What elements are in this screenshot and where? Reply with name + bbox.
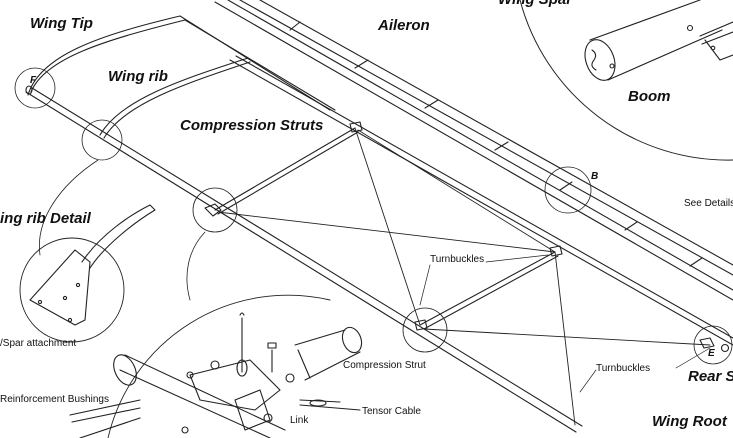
label-compression-struts: Compression Struts: [180, 117, 324, 134]
label-compression-strut: Compression Strut: [343, 360, 426, 371]
detail-circle-e: [693, 325, 733, 365]
label-boom: Boom: [628, 88, 671, 105]
boom-detail-circle: [519, 0, 733, 161]
detail-circle-lower: [402, 307, 448, 353]
label-wing-rib: Wing rib: [108, 68, 168, 85]
label-wing-root: Wing Root: [652, 413, 727, 430]
detail-circle-b: [544, 166, 592, 214]
hardware-detail-circle: [107, 294, 331, 438]
label-turnbuckles-lower: Turnbuckles: [596, 363, 651, 374]
label-turnbuckles-upper: Turnbuckles: [430, 254, 485, 265]
label-see-details: See Details: [684, 198, 733, 209]
detail-letter-b: B: [591, 171, 599, 182]
wing-rib: [99, 57, 249, 136]
front-spar: [25, 85, 583, 433]
label-aileron: Aileron: [378, 17, 430, 34]
tensor-cables: [217, 127, 711, 426]
hardware-detail-parts: [69, 312, 363, 438]
wing-rib-detail-circle: [19, 237, 125, 343]
detail-letter-e: E: [708, 348, 715, 359]
boom-tube: [584, 0, 733, 81]
wing-tip-outline: [27, 15, 336, 111]
detail-circle-strut: [192, 187, 238, 233]
label-tensor-cable: Tensor Cable: [362, 406, 421, 417]
label-link: Link: [290, 415, 309, 426]
label-wing-tip: Wing Tip: [30, 15, 93, 32]
detail-circle-rib: [81, 119, 123, 161]
label-spar-attachment: /Spar attachment: [0, 338, 77, 349]
detail-letter-f: F: [30, 75, 37, 86]
label-wing-rib-detail: ing rib Detail: [0, 210, 91, 227]
label-rear-spar: Rear S: [688, 368, 733, 385]
label-wing-spar: Wing Spar: [498, 0, 572, 8]
compression-struts: [214, 127, 559, 330]
label-reinforcement-bushings: Reinforcement Bushings: [0, 394, 109, 405]
wing-rib-detail-part: [29, 204, 156, 326]
detail-circle-f: [14, 67, 56, 109]
aileron-frame: [214, 0, 733, 301]
rear-spar: [229, 55, 733, 346]
